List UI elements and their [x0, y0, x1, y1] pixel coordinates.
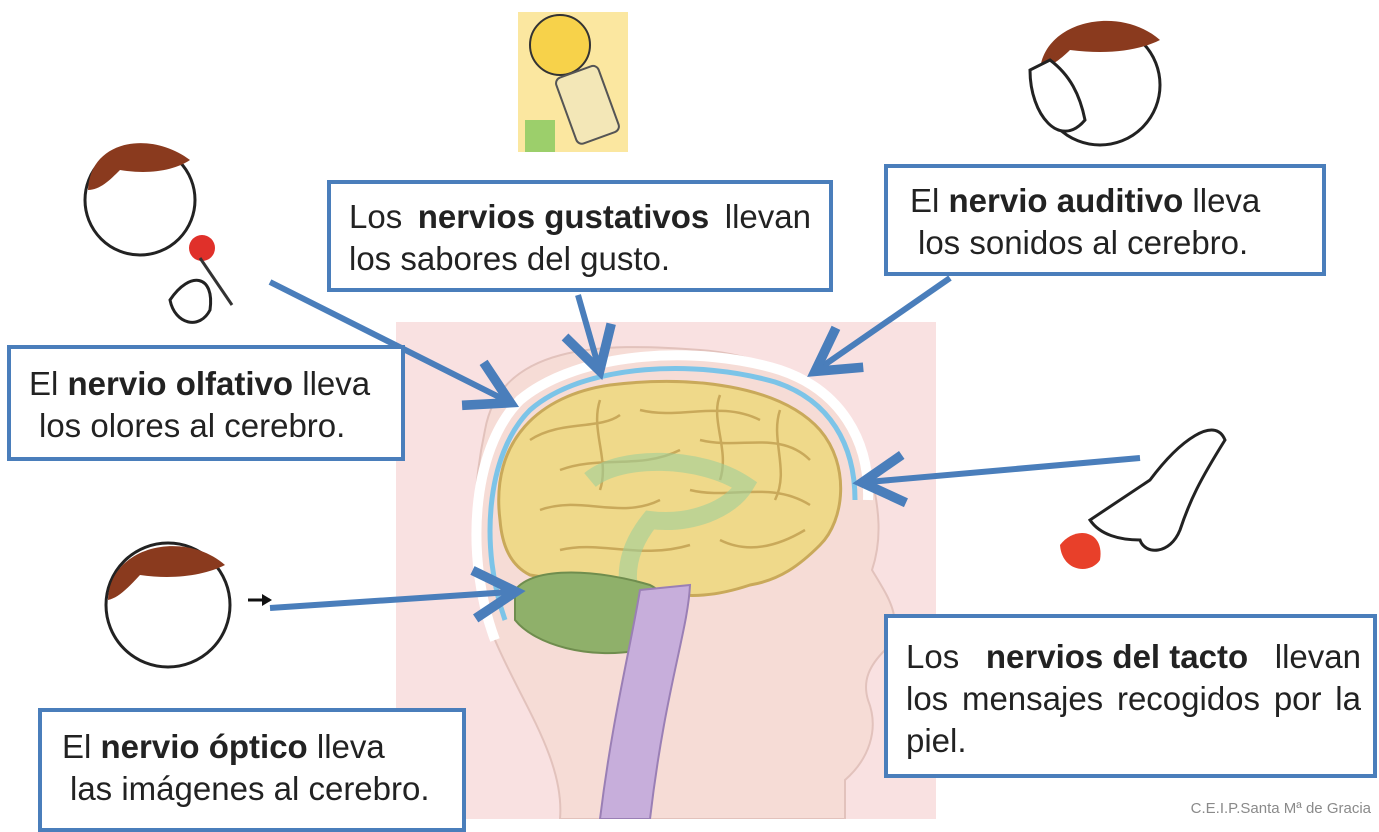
- tacto-box: Los nervios del tacto llevan los mensaje…: [884, 614, 1377, 778]
- auditivo-line2: los sonidos al cerebro.: [918, 224, 1249, 261]
- gustativos-box: Los nervios gustativos llevan los sabore…: [327, 180, 833, 292]
- olfativo-line2: los olores al cerebro.: [39, 407, 346, 444]
- tacto-line2-word5: la: [1335, 680, 1361, 717]
- optico-post: lleva: [307, 728, 385, 765]
- arrow-auditivo: [807, 275, 952, 377]
- auditivo-bold: nervio auditivo: [948, 182, 1184, 219]
- school-credit: C.E.I.P.Santa Mª de Gracia: [1190, 800, 1371, 817]
- tacto-line2-word1: los: [906, 680, 949, 717]
- gustativos-pre: Los: [349, 198, 403, 235]
- olfativo-post: lleva: [293, 365, 371, 402]
- arrow-olfativo: [268, 279, 520, 411]
- auditivo-post: lleva: [1183, 182, 1261, 219]
- gustativos-line2: los sabores del gusto.: [349, 240, 671, 277]
- tacto-line3: piel.: [906, 722, 967, 759]
- tacto-bold: nervios del tacto: [985, 638, 1249, 675]
- touching-hand-picture: [1060, 428, 1227, 569]
- tacto-line2-word2: mensajes: [961, 680, 1104, 717]
- listening-boy-picture: [1028, 20, 1162, 147]
- tacto-line2-word3: recogidos: [1116, 680, 1261, 717]
- auditivo-pre: El: [910, 182, 949, 219]
- arrow-gustativos: [561, 294, 616, 381]
- gustativos-bold: nervios gustativos: [417, 198, 710, 235]
- tacto-pre: Los: [906, 638, 960, 675]
- olfativo-bold: nervio olfativo: [67, 365, 294, 402]
- olfativo-pre: El: [29, 365, 68, 402]
- tacto-line2-word4: por: [1273, 680, 1322, 717]
- drinking-child-picture: [518, 12, 628, 152]
- optico-line2: las imágenes al cerebro.: [70, 770, 430, 807]
- optico-bold: nervio óptico: [100, 728, 308, 765]
- optico-box: El nervio óptico lleva las imágenes al c…: [38, 708, 466, 832]
- arrow-tacto: [852, 450, 1141, 508]
- arrow-optico: [269, 566, 526, 623]
- seeing-boy-picture: [104, 541, 272, 669]
- auditivo-box: El nervio auditivo lleva los sonidos al …: [884, 164, 1326, 276]
- gustativos-post: llevan: [724, 198, 811, 235]
- arrows: [268, 275, 1141, 623]
- optico-pre: El: [62, 728, 101, 765]
- brainstem: [598, 583, 692, 819]
- tacto-post: llevan: [1274, 638, 1361, 675]
- olfativo-box: El nervio olfativo lleva los olores al c…: [7, 345, 405, 461]
- smelling-boy-picture: [83, 143, 234, 324]
